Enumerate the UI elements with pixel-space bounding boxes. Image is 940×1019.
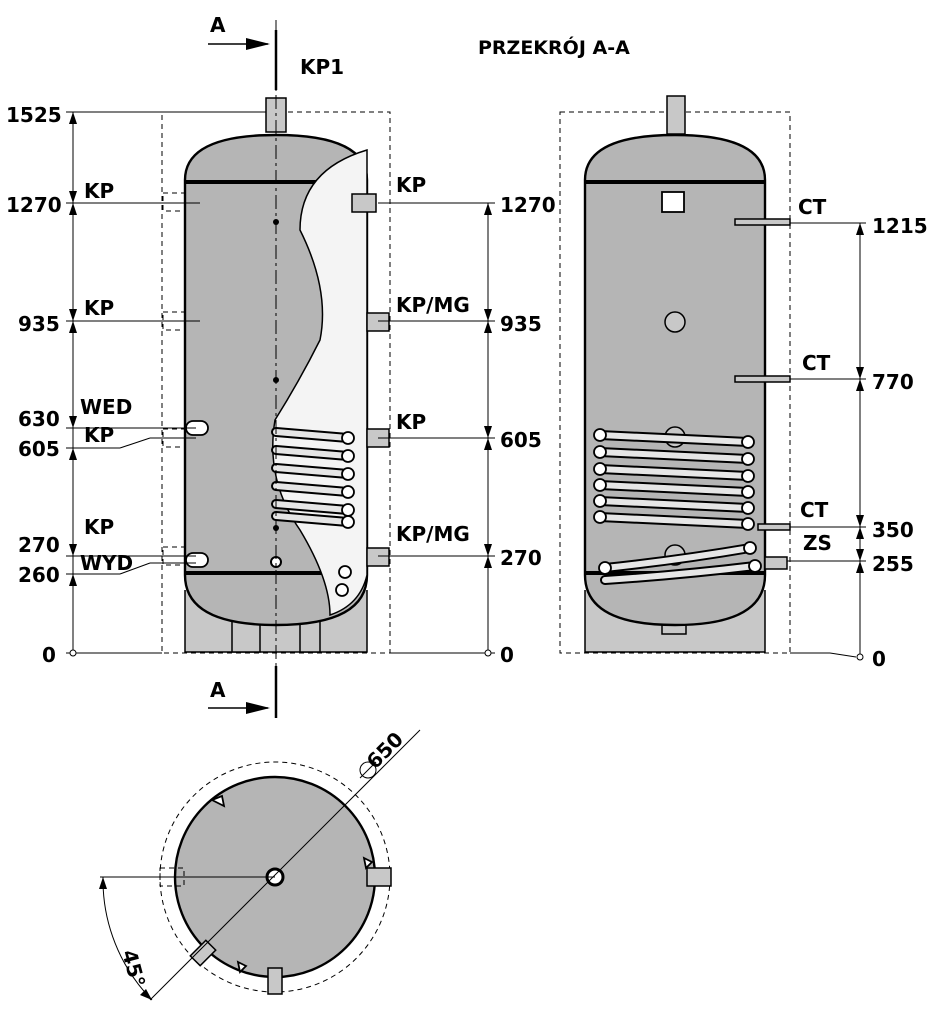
rv-dim-1215: 1215 xyxy=(872,214,928,238)
top-nozzle-bottom xyxy=(267,967,283,995)
ct-sensor-350 xyxy=(757,523,791,531)
diameter-line xyxy=(149,729,421,1001)
dim-270: 270 xyxy=(18,533,60,557)
dim-0-left: 0 xyxy=(42,643,56,667)
label-right-kpmg-270: KP/MG xyxy=(396,522,470,546)
label-wyd: WYD xyxy=(80,551,133,575)
dim-935: 935 xyxy=(18,312,60,336)
label-right-kpmg-935: KP/MG xyxy=(396,293,470,317)
left-dim-arrows xyxy=(69,112,77,586)
label-kp-935: KP xyxy=(84,296,114,320)
dim-605: 605 xyxy=(18,437,60,461)
cut-area xyxy=(272,148,368,617)
rv-dim-255: 255 xyxy=(872,552,914,576)
kp1-label: KP1 xyxy=(300,55,344,79)
left-coil xyxy=(271,427,355,597)
right-top-nozzle xyxy=(666,95,686,135)
dim-1525: 1525 xyxy=(6,103,62,127)
rv-dim-leaders xyxy=(787,222,866,658)
angle-arc xyxy=(102,876,153,1001)
left-dim-leaders xyxy=(66,111,262,654)
rv-dim-0: 0 xyxy=(872,647,886,671)
diameter-label: 650 xyxy=(362,727,408,773)
label-kp-605: KP xyxy=(84,423,114,447)
angle-label: 45° xyxy=(117,947,150,990)
rv-dim-arrows xyxy=(856,223,864,573)
ct-sensor-770 xyxy=(734,375,791,383)
right-envelope xyxy=(559,111,791,654)
right-dim-leaders xyxy=(378,202,495,654)
label-wed: WED xyxy=(80,395,132,419)
dim-260: 260 xyxy=(18,563,60,587)
dim-right-935: 935 xyxy=(500,312,542,336)
nozzle-right-270 xyxy=(366,547,390,567)
dim-right-605: 605 xyxy=(500,428,542,452)
right-inner-box xyxy=(661,191,685,213)
right-port-935 xyxy=(664,311,686,333)
nozzle-kp-1270 xyxy=(162,192,186,212)
label-right-kp-605: KP xyxy=(396,410,426,434)
ct-sensor-1215 xyxy=(734,218,791,226)
wyd-pipe xyxy=(185,552,209,568)
top-nozzle-45 xyxy=(189,939,217,967)
rv-dim-350: 350 xyxy=(872,518,914,542)
label-right-kp-1270: KP xyxy=(396,173,426,197)
nozzle-right-1270 xyxy=(351,193,377,213)
label-zs: ZS xyxy=(803,531,832,555)
right-coil xyxy=(593,428,762,585)
dim-right-1270: 1270 xyxy=(500,193,556,217)
top-nozzle-right xyxy=(366,867,392,887)
left-view: A A KP1 xyxy=(6,13,556,718)
label-kp-270: KP xyxy=(84,515,114,539)
dim-630: 630 xyxy=(18,407,60,431)
label-kp-1270: KP xyxy=(84,179,114,203)
dim-1270: 1270 xyxy=(6,193,62,217)
right-view: PRZEKRÓJ A-A xyxy=(478,35,928,671)
rv-dim-770: 770 xyxy=(872,370,914,394)
nozzle-right-935 xyxy=(366,312,390,332)
zs-nozzle xyxy=(764,556,788,570)
right-dim-arrows xyxy=(484,203,492,568)
dim-right-0: 0 xyxy=(500,643,514,667)
label-ct-770: CT xyxy=(802,351,831,375)
dim-right-270: 270 xyxy=(500,546,542,570)
label-ct-1215: CT xyxy=(798,195,827,219)
top-view: 650 45° xyxy=(99,727,421,1001)
section-title: PRZEKRÓJ A-A xyxy=(478,35,630,59)
label-ct-350: CT xyxy=(800,498,829,522)
section-marker-top: A xyxy=(210,13,226,37)
section-marker-bottom: A xyxy=(210,678,226,702)
